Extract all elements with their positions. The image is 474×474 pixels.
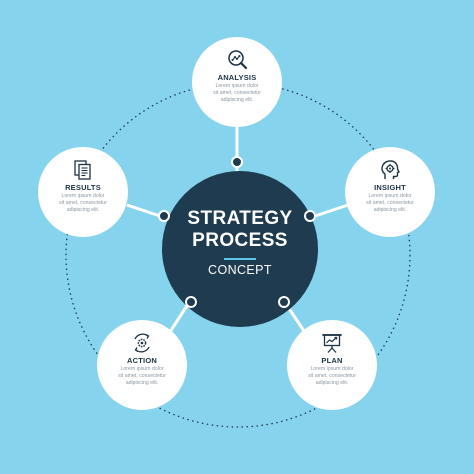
node-description-line: Lorem ipsum dolor — [310, 366, 354, 372]
node-description: Lorem ipsum dolor sit amet, consectetur … — [355, 193, 425, 214]
node-description: Lorem ipsum dolor sit amet, consectetur … — [107, 366, 177, 387]
presentation-board-icon — [322, 334, 342, 353]
node-description-line: adipiscing elit. — [220, 97, 254, 103]
node-description-line: Lorem ipsum dolor — [215, 83, 259, 89]
node-description-line: sit amet, consectetur — [118, 373, 166, 379]
center-title-line-2: PROCESS — [192, 230, 288, 251]
node-description-line: Lorem ipsum dolor — [368, 193, 412, 199]
node-title: INSIGHT — [374, 183, 406, 192]
node-title: ACTION — [127, 356, 157, 365]
node-results: RESULTS Lorem ipsum dolor sit amet, cons… — [38, 147, 128, 237]
magnifier-chart-icon — [228, 50, 248, 70]
node-action: ACTION Lorem ipsum dolor sit amet, conse… — [97, 320, 187, 410]
center-subtitle: CONCEPT — [208, 263, 272, 277]
center-divider — [224, 258, 256, 260]
node-description-line: adipiscing elit. — [125, 380, 159, 386]
documents-icon — [74, 160, 91, 180]
node-description-line: adipiscing elit. — [373, 207, 407, 213]
node-title: ANALYSIS — [217, 73, 257, 82]
head-gear-icon — [381, 160, 400, 179]
node-description-line: sit amet, consectetur — [308, 373, 356, 379]
node-description-line: sit amet, consectetur — [213, 90, 261, 96]
node-description-line: Lorem ipsum dolor — [61, 193, 105, 199]
node-title: PLAN — [321, 356, 343, 365]
node-description: Lorem ipsum dolor sit amet, consectetur … — [202, 83, 272, 104]
center-title-line-1: STRATEGY — [187, 208, 293, 229]
node-description-line: adipiscing elit. — [66, 207, 100, 213]
center-hub: STRATEGY PROCESS CONCEPT — [162, 171, 318, 327]
node-description-line: adipiscing elit. — [315, 380, 349, 386]
node-description-line: sit amet, consectetur — [366, 200, 414, 206]
node-title: RESULTS — [65, 183, 101, 192]
node-plan: PLAN Lorem ipsum dolor sit amet, consect… — [287, 320, 377, 410]
node-insight: INSIGHT Lorem ipsum dolor sit amet, cons… — [345, 147, 435, 237]
node-description-line: Lorem ipsum dolor — [120, 366, 164, 372]
node-analysis: ANALYSIS Lorem ipsum dolor sit amet, con… — [192, 37, 282, 127]
node-description: Lorem ipsum dolor sit amet, consectetur … — [48, 193, 118, 214]
node-description: Lorem ipsum dolor sit amet, consectetur … — [297, 366, 367, 387]
gear-cycle-icon — [134, 333, 150, 353]
connector-insight — [314, 203, 349, 218]
node-description-line: sit amet, consectetur — [59, 200, 107, 206]
connector-results — [126, 203, 161, 218]
